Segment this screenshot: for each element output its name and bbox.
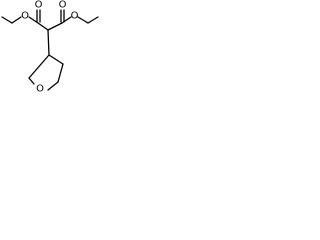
atom-oxygen-ester-left: O <box>21 11 29 22</box>
bond-ring-c5-o <box>47 81 59 91</box>
bond-ring-c4-c5 <box>57 63 64 83</box>
atom-oxygen-carbonyl-left: O <box>35 0 43 11</box>
bond-ethyl-left-ch2-o <box>11 16 22 24</box>
bond-ch-to-right-carbonyl <box>47 22 63 31</box>
atom-oxygen-ring: O <box>36 84 44 95</box>
bond-ring-c2-c3 <box>28 54 50 79</box>
bond-ch-to-ring <box>47 29 50 56</box>
bond-ethyl-right-o-ch2 <box>77 16 89 24</box>
bond-ring-o-c2 <box>28 77 35 85</box>
bond-ethyl-left-ch3 <box>1 16 13 24</box>
bond-right-ester-c-o <box>61 16 72 24</box>
chemical-structure: O O O O O <box>1 0 99 95</box>
bond-ring-c3-c4 <box>48 54 64 65</box>
bond-ethyl-right-ch3 <box>87 16 99 24</box>
atom-oxygen-carbonyl-right: O <box>59 0 67 11</box>
bond-left-carbonyl-to-ch <box>37 22 49 31</box>
atom-oxygen-ester-right: O <box>71 11 79 22</box>
